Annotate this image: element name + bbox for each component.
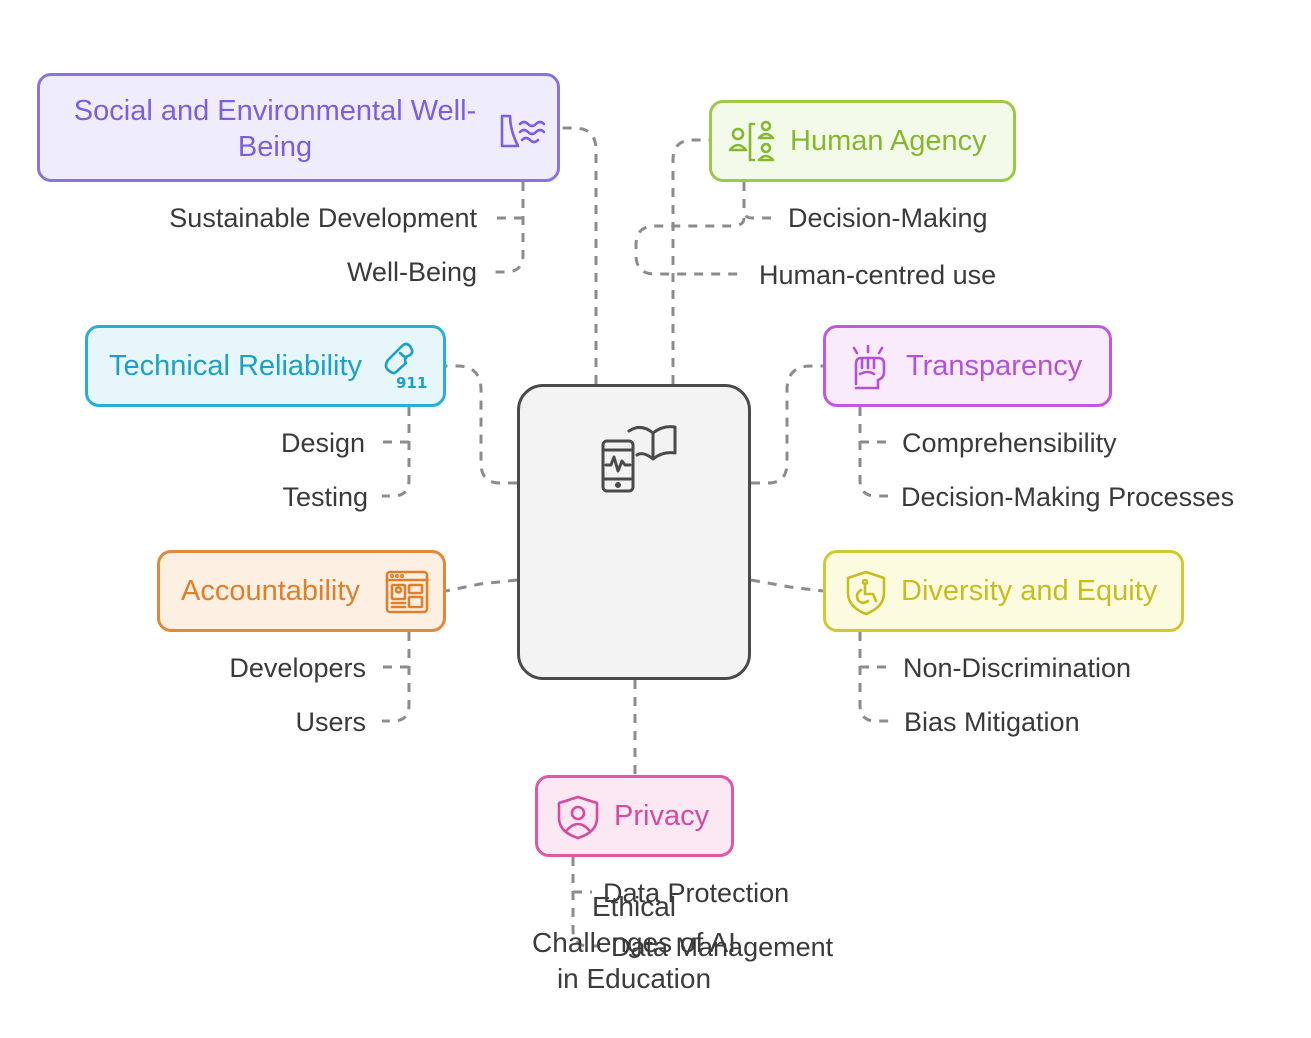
subtopic-item: Well-Being — [346, 257, 477, 287]
subtopic-item: Design — [280, 428, 365, 458]
waves-cliff-icon — [500, 114, 546, 148]
subtopic-item: Decision-Making — [788, 203, 988, 233]
topic-diversity-equity[interactable]: Diversity and Equity — [823, 550, 1184, 632]
topic-accountability[interactable]: Accountability — [157, 550, 446, 632]
subtopic-item: Non-Discrimination — [903, 653, 1132, 683]
topic-human-agency[interactable]: Human Agency — [709, 100, 1016, 182]
central-topic-title: Ethical Challenges of AI in Education — [532, 891, 736, 994]
topic-title: Technical Reliability — [109, 350, 363, 382]
topic-title: Diversity and Equity — [901, 575, 1158, 607]
accessibility-shield-icon — [846, 570, 886, 616]
topic-privacy[interactable]: Privacy — [535, 775, 734, 857]
topic-social-wellbeing[interactable]: Social and Environmental Well-Being — [37, 73, 560, 182]
svg-text:911: 911 — [396, 374, 427, 392]
phone-911-icon: 911 — [384, 342, 427, 392]
topic-title: Transparency — [906, 350, 1083, 382]
topic-title: Privacy — [614, 800, 710, 832]
topic-title: Human Agency — [790, 125, 987, 157]
subtopic-item: Developers — [229, 653, 366, 683]
subtopic-item: Human-centred use — [759, 260, 997, 290]
topic-technical-reliability[interactable]: Technical Reliability 911 — [85, 325, 446, 407]
subtopic-item: Testing — [282, 482, 368, 512]
subtopic-item: Data Management — [611, 932, 834, 962]
book-phone-icon — [601, 425, 677, 493]
subtopic-item: Decision-Making Processes — [901, 482, 1235, 512]
user-shield-icon — [557, 795, 599, 840]
subtopic-item: Data Protection — [603, 878, 790, 908]
topic-title: Social and Environmental Well-Being — [73, 95, 477, 163]
subtopic-item: Users — [295, 707, 366, 737]
subtopic-item: Comprehensibility — [902, 428, 1117, 458]
people-network-icon — [728, 120, 775, 162]
raised-fist-icon — [852, 344, 886, 390]
subtopic-item: Bias Mitigation — [904, 707, 1080, 737]
dashboard-window-icon — [385, 570, 429, 614]
subtopic-item: Sustainable Development — [169, 203, 477, 233]
topic-title: Accountability — [181, 575, 360, 607]
central-topic-node[interactable]: Ethical Challenges of AI in Education — [517, 384, 751, 994]
topic-transparency[interactable]: Transparency — [823, 325, 1112, 407]
